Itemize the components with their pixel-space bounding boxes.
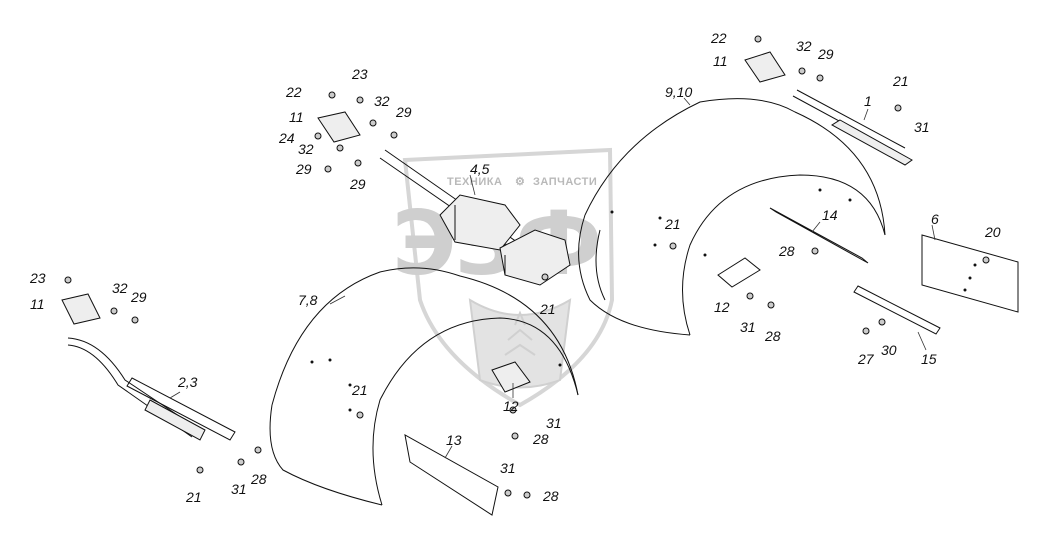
- callout-20: 20: [985, 224, 1001, 240]
- callout-31: 31: [546, 415, 562, 431]
- callout-29: 29: [131, 289, 147, 305]
- callout-23: 23: [352, 66, 368, 82]
- callout-28: 28: [779, 243, 795, 259]
- watermark-shield-icon: [402, 147, 615, 408]
- callout-28: 28: [533, 431, 549, 447]
- callout-28: 28: [543, 488, 559, 504]
- callout-29: 29: [396, 104, 412, 120]
- callout-29: 29: [296, 161, 312, 177]
- callout-21: 21: [352, 382, 368, 398]
- callout-21: 21: [540, 301, 556, 317]
- bracket-11-left: [61, 293, 101, 325]
- plate-6: [921, 234, 1019, 313]
- callout-13: 13: [446, 432, 462, 448]
- callout-32: 32: [112, 280, 128, 296]
- callout-29: 29: [350, 176, 366, 192]
- plate-2-3: [126, 377, 236, 441]
- callout-22: 22: [711, 30, 727, 46]
- callout-4-5: 4,5: [470, 161, 490, 177]
- callout-21: 21: [665, 216, 681, 232]
- callout-7-8: 7,8: [298, 292, 318, 308]
- fender-right: [578, 98, 886, 336]
- watermark-gear-icon: ⚙: [515, 176, 526, 188]
- bracket-11-top-right: [744, 51, 786, 83]
- callout-12: 12: [714, 299, 730, 315]
- callout-12: 12: [503, 398, 519, 414]
- mudflap-14: [769, 207, 869, 264]
- callout-30: 30: [881, 342, 897, 358]
- callout-27: 27: [858, 351, 874, 367]
- callout-31: 31: [914, 119, 930, 135]
- bracket-4-5: [439, 194, 571, 286]
- callout-32: 32: [374, 93, 390, 109]
- callout-11: 11: [289, 109, 304, 125]
- callout-21: 21: [893, 73, 909, 89]
- mudflap-13: [404, 434, 499, 516]
- callout-31: 31: [740, 319, 756, 335]
- callout-23: 23: [30, 270, 46, 286]
- callout-9-10: 9,10: [665, 84, 693, 100]
- plate-12-right: [717, 257, 761, 288]
- callout-6: 6: [931, 211, 939, 227]
- bracket-11-top-left: [317, 111, 361, 143]
- callout-11: 11: [713, 53, 728, 69]
- callout-15: 15: [921, 351, 937, 367]
- callout-32: 32: [298, 141, 314, 157]
- leader-lines: [169, 97, 936, 459]
- callout-31: 31: [500, 460, 516, 476]
- fender-left: [269, 267, 579, 506]
- bolts: [64, 35, 990, 499]
- callout-31: 31: [231, 481, 247, 497]
- callout-11: 11: [30, 296, 45, 312]
- tube-1: [792, 89, 906, 155]
- watermark-left-word: ТЕХНИКА: [447, 176, 503, 188]
- plate-12-center: [491, 361, 531, 393]
- callout-32: 32: [796, 38, 812, 54]
- callout-21: 21: [186, 489, 202, 505]
- bar-15: [853, 285, 941, 335]
- callout-2-3: 2,3: [178, 374, 198, 390]
- callout-28: 28: [765, 328, 781, 344]
- callout-28: 28: [251, 471, 267, 487]
- callout-29: 29: [818, 46, 834, 62]
- callout-1: 1: [864, 93, 872, 109]
- tube-left: [67, 337, 201, 438]
- callout-24: 24: [279, 130, 295, 146]
- callout-22: 22: [286, 84, 302, 100]
- watermark-right-word: ЗАПЧАСТИ: [533, 176, 598, 188]
- callout-14: 14: [822, 207, 838, 223]
